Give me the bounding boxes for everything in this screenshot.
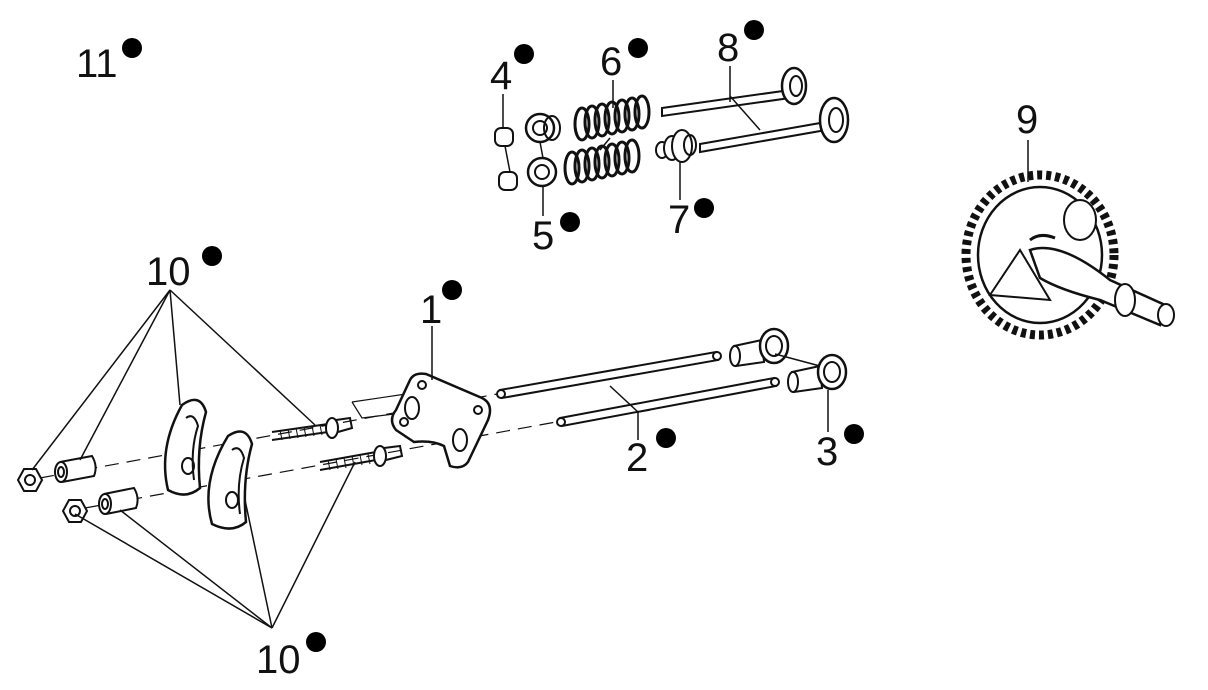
rocker-arm-assembly (16, 353, 776, 530)
callout-7: 7 (668, 198, 691, 242)
callout-6-bullet (628, 38, 648, 58)
callout-11-bullet (122, 38, 142, 58)
callout-3-bullet (844, 424, 864, 444)
callout-3: 3 (816, 430, 839, 474)
callout-4: 4 (490, 54, 513, 98)
callout-10-bottom-bullet (306, 632, 326, 652)
pivot-sleeve-upper (54, 454, 97, 483)
rocker-arm-right (207, 430, 254, 530)
push-rods (496, 350, 780, 428)
tappets (729, 327, 848, 394)
stud-lower (319, 444, 404, 471)
callout-2: 2 (626, 436, 649, 480)
callout-4-bullet (514, 44, 534, 64)
pivot-sleeve-lower (98, 486, 139, 515)
guide-plate (351, 372, 492, 469)
callout-8-bullet (744, 20, 764, 40)
stud-upper (271, 416, 354, 441)
leader-lines (31, 66, 1029, 629)
callout-5: 5 (532, 214, 555, 258)
callout-1: 1 (420, 288, 443, 332)
nut-lower (61, 499, 89, 523)
callout-8: 8 (717, 26, 740, 70)
callout-10-top: 10 (146, 250, 191, 294)
callout-1-bullet (442, 280, 462, 300)
callout-11: 11 (76, 42, 118, 86)
valve-train (494, 66, 850, 191)
callout-9: 9 (1016, 98, 1039, 142)
callout-10-bottom: 10 (256, 638, 301, 682)
callout-2-bullet (656, 428, 676, 448)
callout-6: 6 (600, 40, 623, 84)
rocker-arm-left (163, 398, 208, 496)
camshaft-gear (961, 170, 1175, 340)
callout-7-bullet (694, 198, 714, 218)
callout-10-top-bullet (202, 246, 222, 266)
callout-5-bullet (560, 212, 580, 232)
nut-upper (16, 468, 44, 492)
